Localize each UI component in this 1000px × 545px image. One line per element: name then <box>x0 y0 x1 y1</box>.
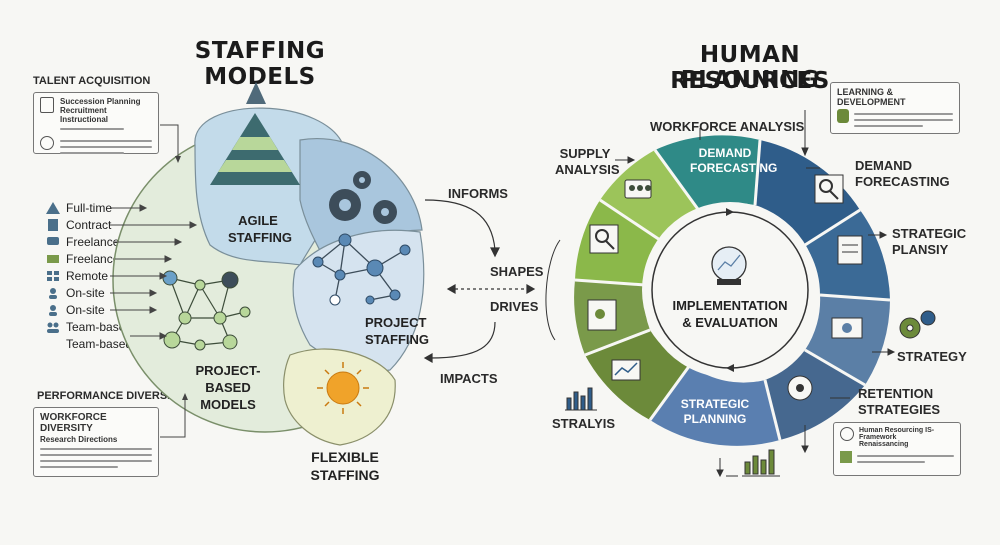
document-icon <box>46 218 60 231</box>
strategy-segment <box>805 295 890 385</box>
strategic-planning-segment-label: STRATEGIC PLANNING <box>680 397 750 426</box>
strategic-planning-segment <box>650 365 780 446</box>
project-network-nodes <box>162 270 251 351</box>
pyramid-icon <box>46 201 60 214</box>
research-directions-text: Research Directions <box>40 435 118 444</box>
up-arrow-icon <box>246 82 266 104</box>
workforce-analysis-segment <box>655 135 760 212</box>
gear-chart-icon <box>787 375 813 401</box>
plant-icon <box>837 109 849 123</box>
workforce-diversity-title: WORKFORCE DIVERSITY <box>40 412 107 434</box>
list-item: On-site <box>46 301 156 318</box>
list-arrows <box>110 204 198 340</box>
growth-chart-icon <box>565 387 597 411</box>
hr-planning-title-line1: HUMAN RESOURCES <box>670 42 830 94</box>
center-circle <box>642 202 818 378</box>
succession-planning-text: Succession Planning <box>60 97 141 106</box>
talent-connector <box>160 124 179 158</box>
project-based-models-label: PROJECT-BASED MODELS <box>195 363 261 412</box>
implementation-evaluation-label: IMPLEMENTATION & EVALUATION <box>672 298 788 330</box>
chart-search-icon <box>814 174 844 204</box>
bar-chart-icon <box>742 449 780 477</box>
chat-icon <box>46 236 60 248</box>
impacts-label: IMPACTS <box>440 371 498 386</box>
list-item: Freelance <box>46 233 156 250</box>
strategic-plansiy-label: STRATEGIC PLANSIY <box>892 226 967 257</box>
strategy-label: STRATEGY <box>897 349 967 364</box>
list-item: Freelance <box>46 250 156 267</box>
team-icon <box>46 321 60 333</box>
stralyis-label: STRALYIS <box>552 416 616 431</box>
learning-development-header: LEARNING & DEVELOPMENT <box>837 87 906 107</box>
list-item: Contract <box>46 216 156 233</box>
project-staffing-label: PROJECT STAFFING <box>365 315 430 347</box>
demand-forecasting-segment <box>755 140 860 245</box>
magnifier-icon <box>589 224 619 254</box>
list-item: Full-time <box>46 199 156 216</box>
network-nodes <box>312 233 411 306</box>
list-item: Team-based <box>66 336 133 351</box>
mail-icon <box>46 253 60 265</box>
list-item: Remote <box>46 267 156 284</box>
staffing-models-title: STAFFING MODELS <box>194 38 326 90</box>
presentation-icon <box>831 317 863 339</box>
renaissancing-text: Renaissancing <box>859 441 909 448</box>
retention-strategies-label: RETENTION STRATEGIES <box>858 386 941 417</box>
shapes-label: SHAPES <box>490 264 544 279</box>
gear-icon <box>329 171 397 224</box>
crystal-ball-icon <box>711 246 747 285</box>
flexible-staffing-label: FLEXIBLE STAFFING <box>310 449 380 483</box>
clipboard-icon <box>837 235 863 265</box>
talent-acquisition-header: TALENT ACQUISITION <box>33 75 151 87</box>
grid-icon <box>46 270 60 282</box>
supply-analysis-label: SUPPLY ANALYSIS <box>555 146 620 177</box>
middle-arrows <box>423 199 536 364</box>
talent-acquisition-box: Succession Planning Recruitment Instruct… <box>33 92 159 154</box>
learning-development-box: LEARNING & DEVELOPMENT <box>830 82 960 134</box>
map-icon <box>840 451 852 463</box>
people-icon <box>624 179 652 199</box>
informs-label: INFORMS <box>448 186 508 201</box>
demand-forecasting-segment-label: DEMAND FORECASTING <box>690 146 778 175</box>
document-icon <box>40 97 54 113</box>
agile-staffing-label: AGILE STAFFING <box>228 213 293 245</box>
strategy-gears-icon <box>899 310 936 339</box>
person-icon <box>40 136 54 150</box>
performance-connector <box>160 398 186 438</box>
hr-framework-box: Human Resourcing IS-Framework Renaissanc… <box>833 422 961 476</box>
sun-icon <box>317 362 369 414</box>
drives-label: DRIVES <box>490 299 539 314</box>
retention-segment <box>765 350 865 440</box>
workforce-diversity-box: WORKFORCE DIVERSITY Research Directions <box>33 407 159 477</box>
person-icon <box>840 427 854 441</box>
demand-forecasting-label: DEMAND FORECASTING <box>855 158 950 189</box>
pyramid-icon <box>210 113 300 185</box>
staffing-type-list: Full-time Contract Freelance Freelance R… <box>46 199 156 352</box>
list-item: On-site <box>46 284 156 301</box>
recruitment-text: Recruitment Instructional <box>60 106 109 124</box>
person-icon <box>46 304 60 316</box>
monitor-chart-icon <box>611 359 641 381</box>
workforce-analysis-label: WORKFORCE ANALYSIS <box>650 119 805 134</box>
hr-framework-text: Human Resourcing IS-Framework <box>859 427 935 441</box>
person-icon <box>46 287 60 299</box>
list-item: Team-based <box>46 318 156 335</box>
performance-diversits-header: PERFORMANCE DIVERSITS <box>37 390 185 402</box>
project-staffing-region <box>292 229 425 372</box>
tools-icon <box>587 299 617 331</box>
hr-planning-title-line2: PLANNING <box>680 67 820 93</box>
